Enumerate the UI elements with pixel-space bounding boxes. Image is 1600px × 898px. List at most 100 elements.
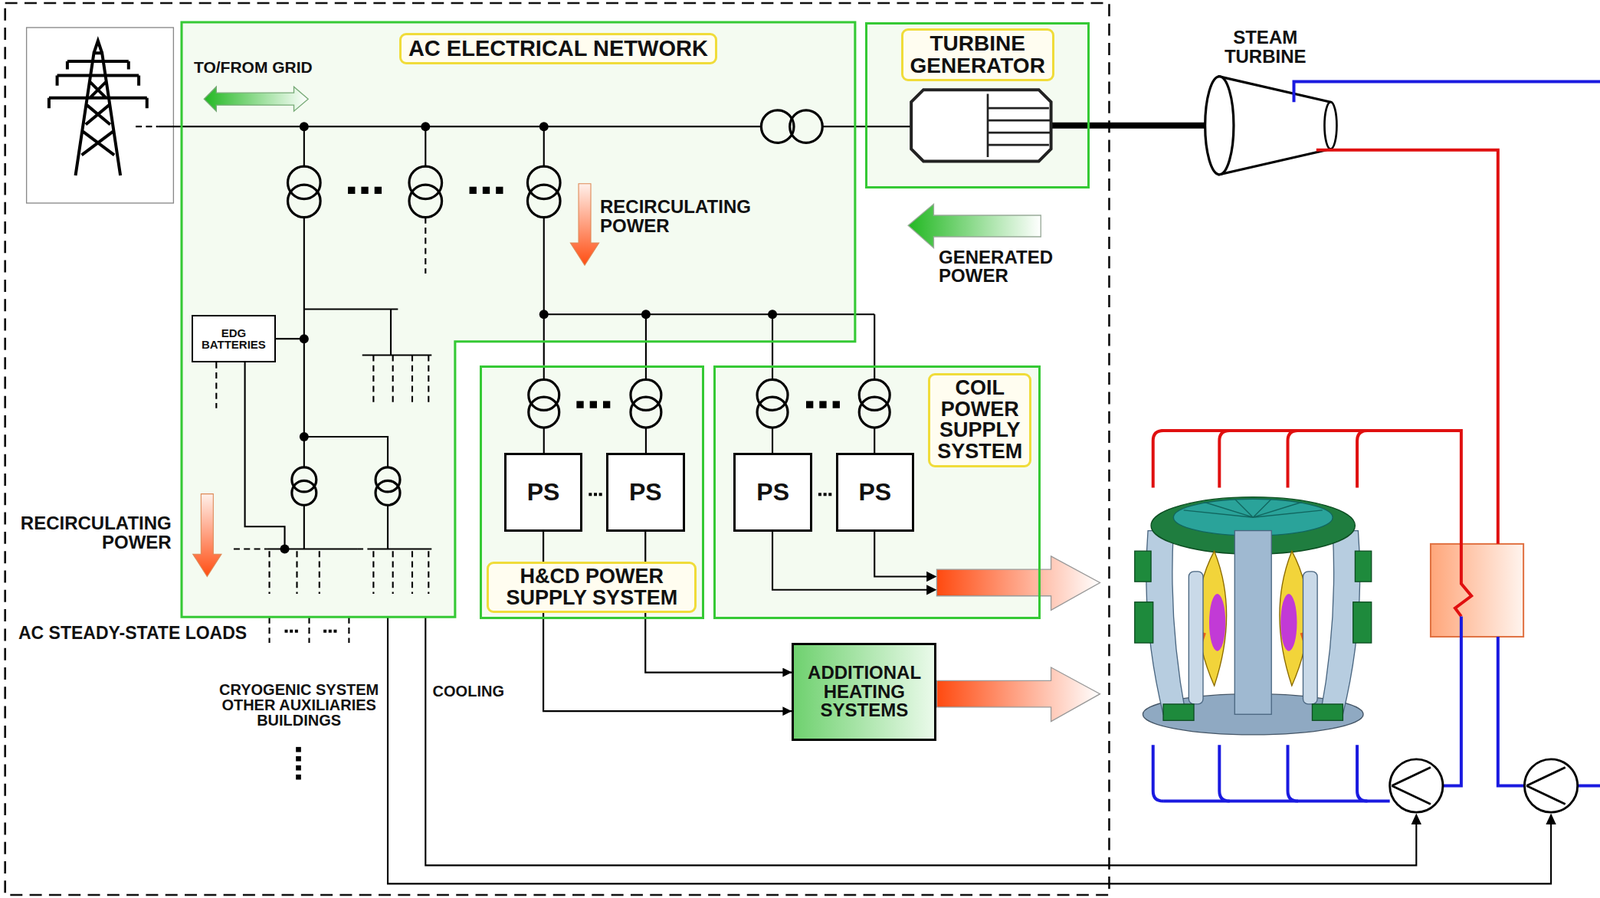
junction-dot — [539, 121, 549, 132]
power-supply-box: PS — [733, 452, 813, 532]
power-arrow — [570, 183, 599, 266]
hot-pipe — [1153, 430, 1368, 489]
annotation-label: TO/FROM GRID — [193, 59, 313, 76]
ellipsis-mark — [806, 400, 814, 408]
box-label: TURBINE GENERATOR — [910, 32, 1046, 77]
grid-pylon — [49, 40, 148, 176]
ellipsis-mark — [295, 629, 299, 633]
steam-turbine-symbol — [1205, 76, 1234, 175]
label-holder: RECIRCULATING POWER — [600, 197, 751, 236]
ellipsis-mark — [285, 629, 289, 633]
pump-symbol — [1526, 767, 1566, 805]
wire — [157, 125, 912, 128]
label-tag: AC ELECTRICAL NETWORK — [399, 32, 718, 66]
transformer-symbol — [527, 184, 561, 218]
ellipsis-mark — [295, 756, 302, 762]
tokamak-illustration — [1209, 593, 1226, 652]
transformer-symbol — [630, 379, 662, 410]
ellipsis-mark — [295, 747, 302, 753]
ellipsis-mark — [469, 186, 477, 194]
arrowhead — [926, 584, 937, 595]
label-tag: H&CD POWER SUPPLY SYSTEM — [486, 561, 697, 614]
tokamak-illustration — [1134, 497, 1372, 735]
annotation-label: STEAM TURBINE — [1224, 28, 1307, 66]
transformer-symbol — [528, 379, 560, 410]
box-label: ADDITIONAL HEATING SYSTEMS — [807, 663, 922, 720]
annotation-label: RECIRCULATING POWER — [20, 514, 172, 552]
box-label: PS — [527, 479, 561, 505]
ellipsis-mark — [819, 400, 827, 408]
transformer-symbol — [409, 166, 443, 200]
wire-dashed — [135, 126, 426, 549]
annotation-label: GENERATED POWER — [938, 248, 1053, 286]
label-holder: AC STEADY-STATE LOADS — [18, 624, 247, 643]
region-fill — [181, 22, 856, 617]
ellipsis-mark — [360, 186, 368, 194]
battery-box: EDG BATTERIES — [191, 314, 276, 362]
transformer-symbol — [375, 480, 400, 505]
pump-symbol — [1391, 767, 1431, 805]
annotation-label: AC STEADY-STATE LOADS — [18, 624, 247, 643]
box-label: H&CD POWER SUPPLY SYSTEM — [495, 566, 688, 609]
heat-exchanger — [1430, 544, 1524, 637]
region-fill — [181, 22, 1090, 620]
ellipsis-mark — [823, 492, 827, 496]
label-holder: STEAM TURBINE — [1224, 28, 1307, 66]
ellipsis-mark — [333, 629, 337, 633]
transformer-symbol — [757, 396, 788, 428]
connector — [543, 341, 545, 366]
power-arrow — [936, 667, 1100, 722]
ellipsis-mark — [347, 186, 355, 194]
plant-boundary — [5, 3, 1110, 896]
label-tag: COIL POWER SUPPLY SYSTEM — [927, 373, 1032, 467]
generator-symbol — [1051, 122, 1207, 129]
transformer-symbol — [859, 396, 890, 428]
box-label: AC ELECTRICAL NETWORK — [408, 37, 709, 61]
ellipsis-mark — [295, 774, 302, 781]
transformer-symbol — [859, 379, 890, 410]
arrowhead — [926, 571, 937, 582]
cold-pipe — [1294, 81, 1600, 787]
power-supply-box: PS — [836, 452, 915, 532]
ellipsis-mark — [328, 629, 332, 633]
connector — [771, 341, 774, 366]
pump-symbol — [1524, 759, 1578, 813]
transformer-symbol — [409, 184, 443, 218]
tokamak-illustration — [1353, 602, 1372, 643]
generator-symbol — [911, 89, 1051, 161]
steam-turbine-symbol — [1219, 76, 1331, 175]
power-arrow — [193, 86, 1101, 722]
power-arrow — [936, 556, 1100, 611]
region-fill — [865, 22, 1090, 189]
label-tag: TURBINE GENERATOR — [901, 28, 1055, 82]
wire-dashed — [135, 126, 429, 643]
wire-dashed — [373, 354, 429, 402]
wire-dashed — [269, 617, 350, 643]
tokamak-illustration — [1163, 704, 1194, 721]
system-box: COIL POWER SUPPLY SYSTEM PS PS — [713, 365, 1041, 620]
tokamak-illustration — [1354, 550, 1371, 582]
system-box: H&CD POWER SUPPLY SYSTEMPSPS — [479, 365, 705, 620]
ellipsis-mark — [495, 186, 503, 194]
box-label: EDG BATTERIES — [201, 327, 266, 351]
tokamak-illustration — [1134, 602, 1154, 643]
grid-pylon — [26, 27, 174, 204]
junction-dot — [420, 121, 430, 132]
label-holder: GENERATED POWER — [938, 248, 1053, 286]
transformer-symbol — [790, 110, 823, 144]
wire — [544, 314, 875, 380]
ellipsis-mark — [576, 400, 584, 408]
junction-dot — [299, 334, 309, 344]
ellipsis-mark — [599, 492, 603, 496]
transformer-symbol — [528, 396, 560, 428]
tokamak-illustration — [1183, 498, 1323, 518]
ellipsis-mark — [818, 492, 822, 496]
annotation-label: CRYOGENIC SYSTEM OTHER AUXILIARIES BUILD… — [210, 681, 387, 729]
box-label: COIL POWER SUPPLY SYSTEM — [937, 377, 1023, 463]
junction-dot — [299, 432, 309, 442]
pump-symbol — [1390, 759, 1443, 813]
transformer-symbol — [288, 166, 322, 200]
tokamak-illustration — [1234, 531, 1272, 715]
